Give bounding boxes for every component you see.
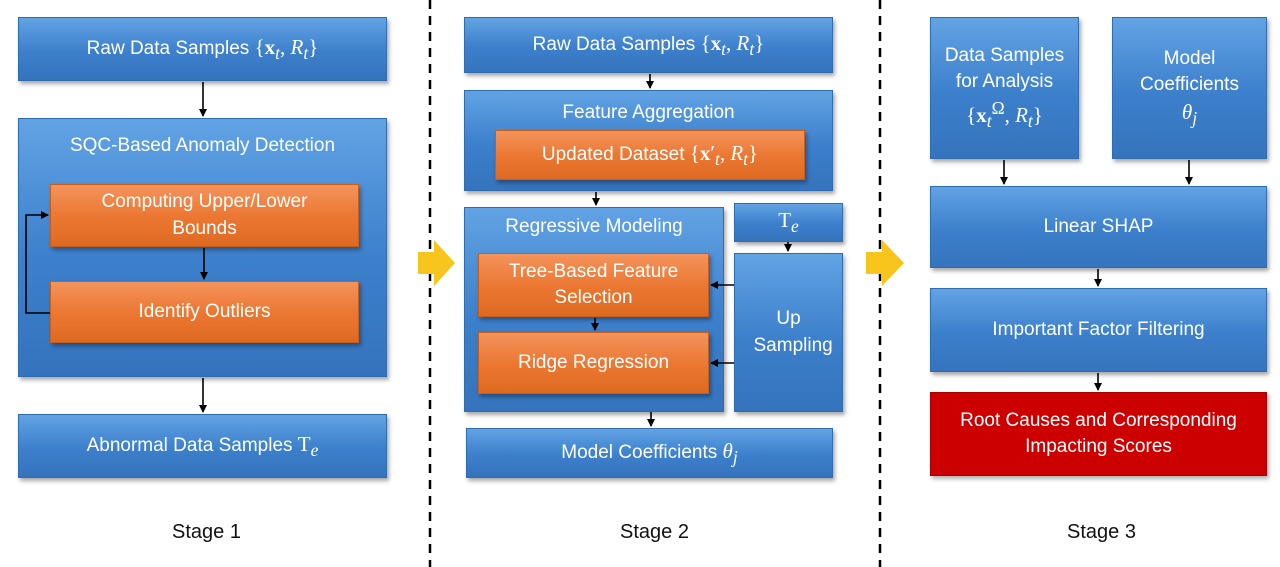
s1-bounds-box: Computing Upper/Lower Bounds	[50, 184, 359, 247]
s3-shap-box: Linear SHAP	[930, 186, 1267, 268]
s3-root-causes-box: Root Causes and Corresponding Impacting …	[930, 392, 1267, 476]
stage2-caption: Stage 2	[620, 521, 689, 543]
s1-raw-data-math: {xt, Rt}	[254, 34, 319, 64]
s1-raw-data-box: Raw Data Samples {xt, Rt}	[18, 17, 387, 81]
s1-abnormal-math: Te	[297, 431, 319, 461]
s2-regressive-label: Regressive Modeling	[505, 216, 683, 237]
s2-raw-data-math: {xt, Rt}	[700, 30, 765, 60]
s2-coeff-box: Model Coefficients θj	[466, 428, 833, 478]
s2-te-math: Te	[778, 208, 799, 237]
s2-coeff-math: θj	[722, 438, 738, 468]
s2-ridge-box: Ridge Regression	[478, 332, 709, 394]
s3-filter-label: Important Factor Filtering	[992, 318, 1205, 340]
stage-arrow-2	[866, 240, 904, 286]
s2-raw-data-box: Raw Data Samples {xt, Rt}	[464, 17, 833, 73]
s1-abnormal-label: Abnormal Data Samples	[86, 434, 293, 456]
s3-model-coeff-label: Model Coefficients	[1140, 47, 1239, 95]
s3-data-samples-math: {xtΩ, Rt}	[966, 97, 1043, 131]
s3-data-samples-label: Data Samples for Analysis	[944, 45, 1065, 93]
s3-root-causes-label: Root Causes and Corresponding Impacting …	[960, 409, 1237, 457]
s1-raw-data-label: Raw Data Samples	[86, 37, 250, 59]
s2-ridge-label: Ridge Regression	[517, 351, 670, 373]
s3-model-coeff-math: θj	[1181, 100, 1198, 129]
s2-te-box: Te	[734, 203, 843, 242]
s2-upsampling-label: Up Sampling	[753, 308, 833, 356]
s2-updated-dataset-box: Updated Dataset {x′t, Rt}	[495, 130, 805, 180]
s1-outliers-box: Identify Outliers	[50, 281, 359, 343]
s2-tree-box: Tree-Based Feature Selection	[478, 253, 709, 317]
stage3-caption: Stage 3	[1067, 521, 1136, 543]
s3-model-coeff-box: Model Coefficients θj	[1112, 17, 1267, 159]
s1-sqc-label: SQC-Based Anomaly Detection	[69, 135, 336, 156]
s2-raw-data-label: Raw Data Samples	[532, 33, 696, 55]
s2-updated-dataset-math: {x′t, Rt}	[689, 140, 759, 170]
s1-abnormal-box: Abnormal Data Samples Te	[18, 414, 387, 478]
s2-upsampling-box: Up Sampling	[734, 253, 843, 412]
stage-arrow-1	[418, 240, 455, 286]
s2-feature-agg-label: Feature Aggregation	[562, 102, 735, 123]
s3-data-samples-box: Data Samples for Analysis {xtΩ, Rt}	[930, 17, 1079, 159]
s1-outliers-label: Identify Outliers	[138, 300, 271, 322]
s3-shap-label: Linear SHAP	[1043, 215, 1154, 237]
s2-tree-label: Tree-Based Feature Selection	[508, 260, 679, 308]
stage1-caption: Stage 1	[172, 521, 241, 543]
s3-filter-box: Important Factor Filtering	[930, 288, 1267, 372]
s2-coeff-label: Model Coefficients	[561, 441, 718, 463]
s1-bounds-label: Computing Upper/Lower Bounds	[101, 191, 308, 239]
s1-loop-arrow	[25, 211, 50, 314]
s2-updated-dataset-label: Updated Dataset	[541, 143, 685, 165]
